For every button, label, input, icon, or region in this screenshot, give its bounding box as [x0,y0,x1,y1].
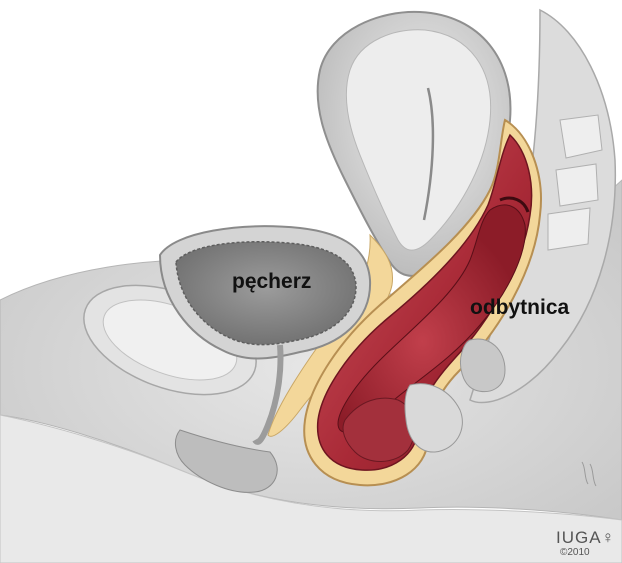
iuga-logo: IUGA♀ [556,528,615,548]
copyright-text: ©2010 [560,547,590,558]
bladder-label: pęcherz [232,270,311,294]
rectum-label: odbytnica [470,296,569,320]
